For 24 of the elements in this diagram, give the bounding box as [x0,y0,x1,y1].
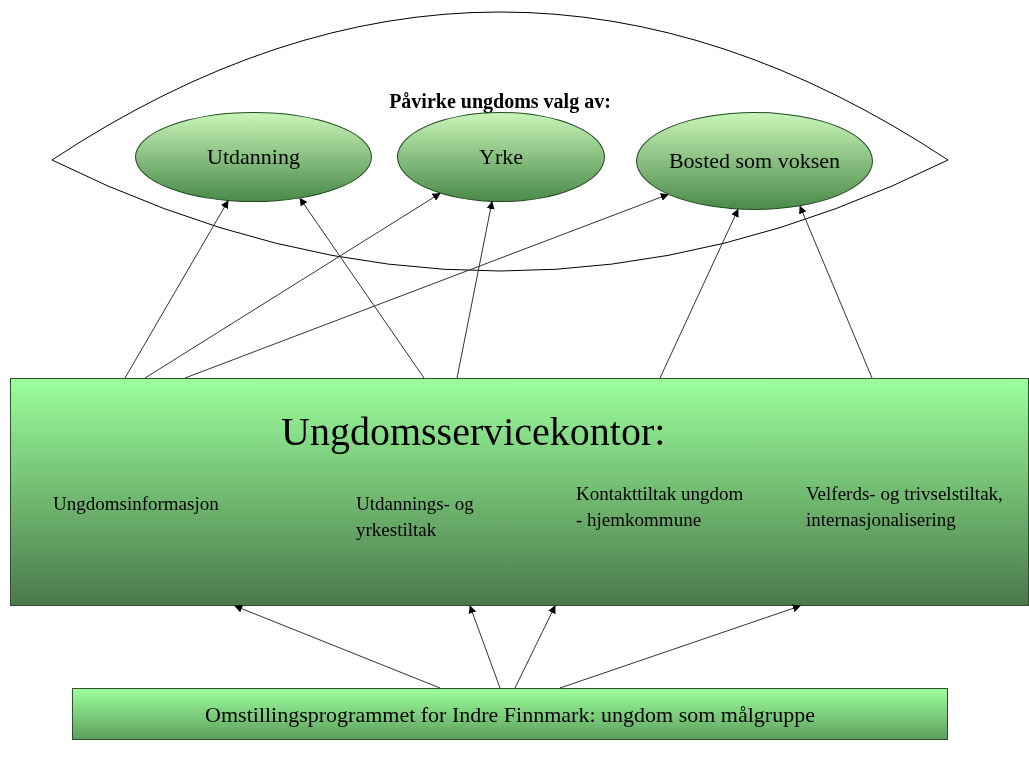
arrow [299,197,425,379]
arrow [184,193,669,379]
box-heading: Ungdomsservicekontor: [281,408,666,456]
arrow [124,200,229,379]
service-item: Velferds- og trivselstiltak, internasjonalisering [806,482,1004,533]
option-label: Bosted som voksen [668,147,841,175]
arrow [234,604,441,689]
arrow [144,192,441,379]
program-box [72,688,948,740]
option-label: Yrke [479,143,523,171]
arrow [559,604,801,689]
program-label: Omstillingsprogrammet for Indre Finnmark: ungdom som målgruppe [205,700,815,729]
arrow [468,605,501,689]
arrow [456,201,495,379]
arrow [514,605,556,689]
arrow [659,208,739,379]
service-office-box [10,378,1029,606]
lens-outline [50,10,950,275]
arrow [799,205,873,379]
service-item: Utdannings- og yrkestiltak [356,492,475,543]
service-item: Kontakttiltak ungdom - hjemkommune [576,482,745,533]
service-item: Ungdomsinformasjon [53,492,220,516]
option-label: Utdanning [207,143,300,171]
group-title: Påvirke ungdoms valg av: [388,89,612,115]
